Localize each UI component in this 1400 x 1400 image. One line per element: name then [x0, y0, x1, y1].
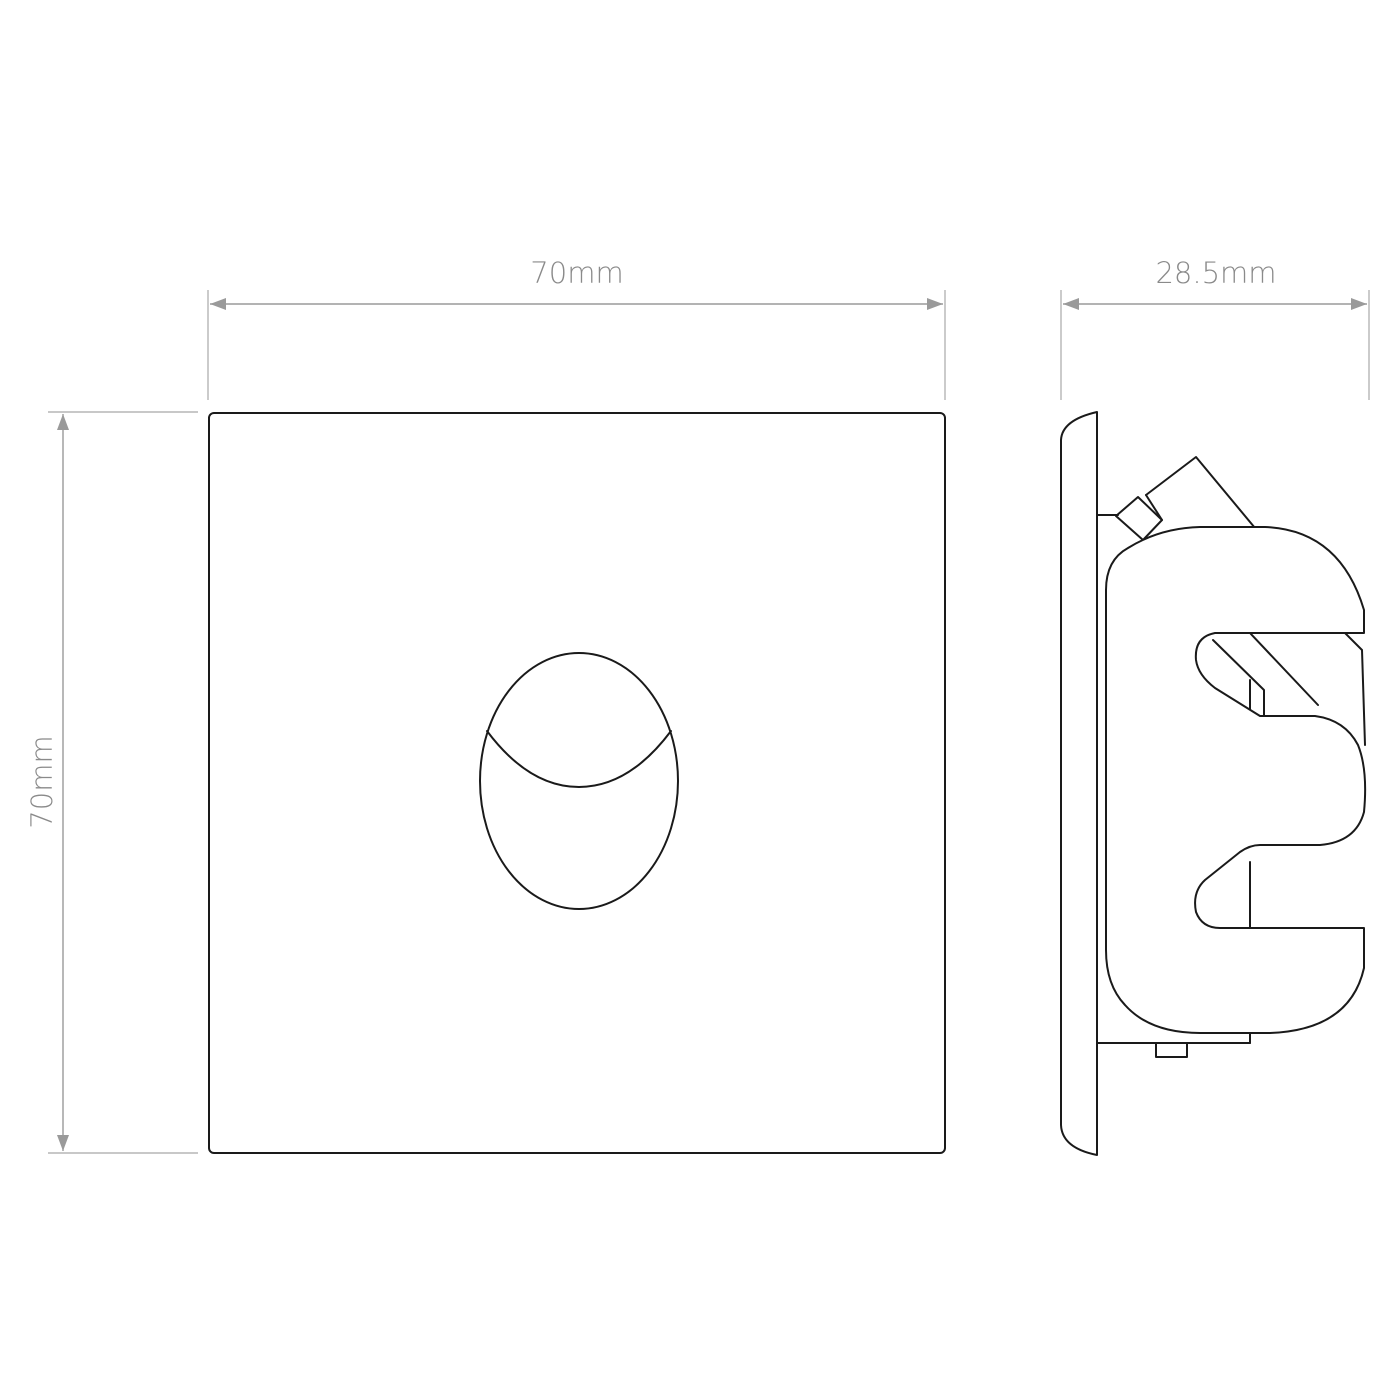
side-depth-dimension: 28.5mm	[1060, 256, 1370, 400]
cable-connector	[1115, 496, 1163, 541]
spring-clip	[1105, 526, 1367, 1034]
aperture-hood-curve	[486, 730, 672, 788]
faceplate-profile	[1060, 411, 1098, 1156]
front-height-label: 70mm	[25, 735, 59, 828]
front-height-dimension: 70mm	[25, 411, 198, 1154]
side-view	[1060, 411, 1367, 1156]
front-view	[208, 412, 946, 1154]
light-aperture	[479, 652, 679, 910]
front-width-dimension: 70mm	[207, 256, 946, 400]
faceplate-outline	[208, 412, 946, 1154]
side-depth-label: 28.5mm	[1155, 256, 1276, 290]
front-width-label: 70mm	[530, 256, 623, 290]
